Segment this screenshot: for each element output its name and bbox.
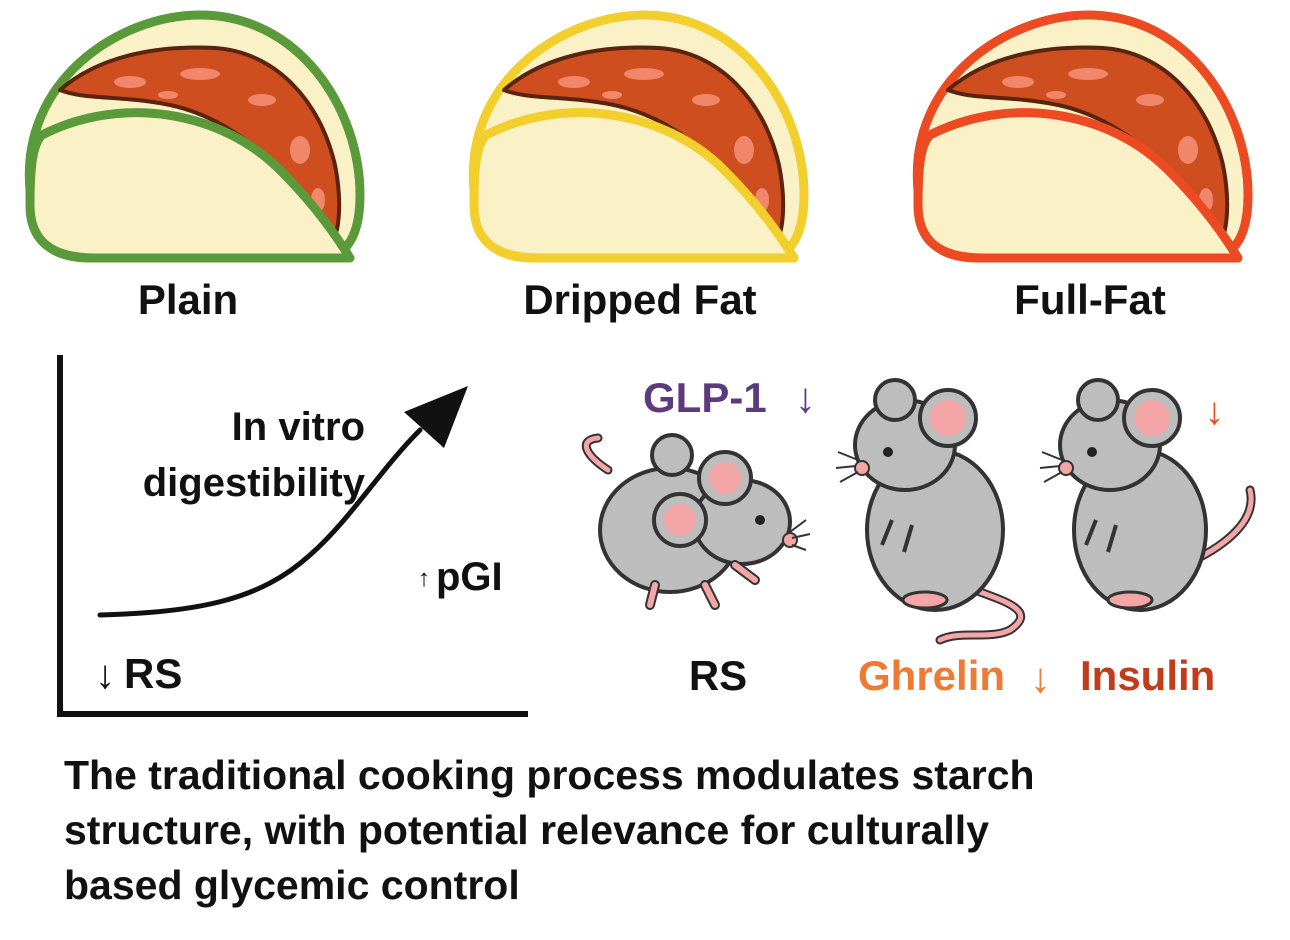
pgi-label: pGI — [436, 555, 503, 599]
rs-label-graph: RS — [124, 650, 182, 697]
taco-dripped-fat-icon — [473, 15, 804, 258]
ghrelin-label: Ghrelin — [858, 652, 1005, 699]
graph-axes — [57, 355, 528, 717]
rs-down-arrow-icon: ↓ — [95, 653, 115, 697]
caption: The traditional cooking process modulate… — [64, 748, 1264, 913]
insulin-label: Insulin — [1080, 652, 1215, 699]
curve-label-line1: In vitro — [232, 405, 365, 449]
insulin-down-arrow-icon: ↓ — [1205, 391, 1224, 433]
taco-full-fat-icon — [917, 15, 1248, 258]
glp1-label: GLP-1 — [643, 374, 767, 421]
caption-line-1: The traditional cooking process modulate… — [64, 752, 1035, 798]
curve-label-line2: digestibility — [143, 461, 366, 505]
digestibility-graph: In vitro digestibility ↑ pGI ↓ RS — [57, 355, 528, 717]
mouse-standing-right-icon — [1039, 378, 1256, 612]
digestibility-curve — [97, 427, 423, 618]
glp1-down-arrow-icon: ↓ — [795, 374, 816, 421]
ghrelin-down-arrow-icon: ↓ — [1030, 654, 1051, 701]
mouse-crawling-icon — [581, 433, 811, 610]
caption-line-3: based glycemic control — [64, 862, 520, 908]
taco-label-full-fat: Full-Fat — [1014, 276, 1166, 323]
mouse-standing-middle-icon — [835, 378, 1026, 645]
caption-line-2: structure, with potential relevance for … — [64, 807, 990, 853]
curve-arrowhead-icon — [404, 386, 468, 448]
pgi-up-arrow-icon: ↑ — [418, 565, 430, 592]
taco-label-plain: Plain — [138, 276, 238, 323]
taco-plain-icon — [29, 15, 360, 258]
rs-label-mice: RS — [689, 652, 747, 699]
taco-label-dripped-fat: Dripped Fat — [523, 276, 756, 323]
